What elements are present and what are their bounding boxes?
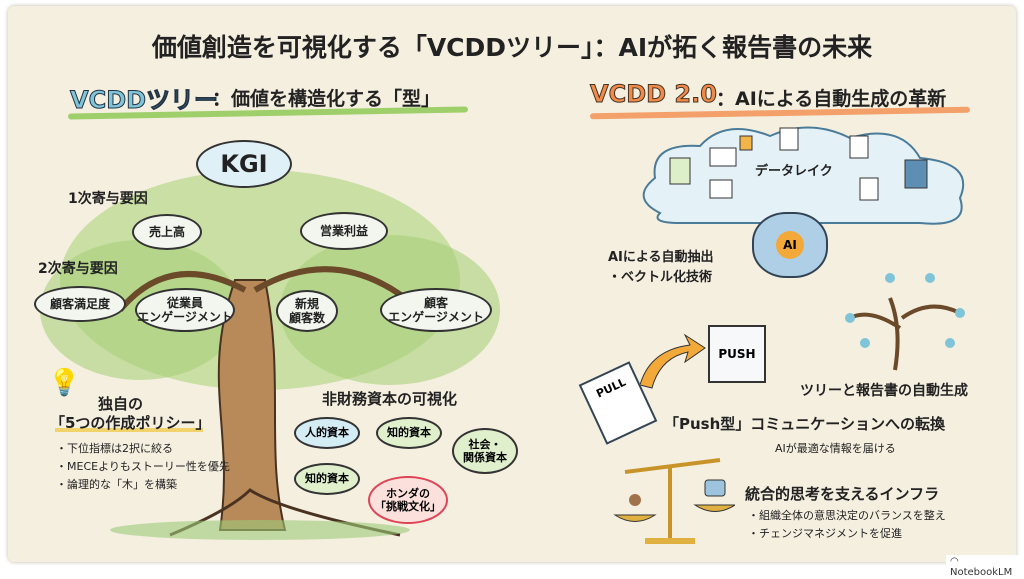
brand-label: NotebookLM bbox=[950, 567, 1013, 578]
node-employee-engagement: 従業員 エンゲージメント bbox=[135, 288, 235, 332]
capital-human: 人的資本 bbox=[294, 417, 360, 449]
push-subtitle: AIが最適な情報を届ける bbox=[775, 442, 896, 455]
ai-brain-icon: AI bbox=[752, 212, 828, 278]
ai-badge: AI bbox=[776, 231, 804, 259]
push-envelope-icon: PUSH bbox=[708, 325, 766, 383]
balance-scale-icon bbox=[613, 458, 735, 544]
node-new-customers: 新規 顧客数 bbox=[276, 290, 338, 332]
push-title: 「Push型」コミュニケーションへの転換 bbox=[664, 415, 945, 433]
policy-title-1: 独自の bbox=[98, 395, 144, 413]
infra-title: 統合的思考を支えるインフラ bbox=[745, 485, 940, 503]
extraction-label: AIによる自動抽出 ・ベクトル化技術 bbox=[608, 250, 714, 285]
nonfinancial-title: 非財務資本の可視化 bbox=[322, 390, 458, 408]
auto-tree-icon bbox=[845, 273, 965, 371]
policy-title-2: 「5つの作成ポリシー」 bbox=[50, 414, 211, 432]
capital-social: 社会・ 関係資本 bbox=[452, 428, 518, 474]
yellow-underline bbox=[55, 428, 203, 432]
node-sales: 売上高 bbox=[132, 214, 202, 250]
node-customer-satisfaction: 顧客満足度 bbox=[34, 286, 126, 322]
infra-item: ・組織全体の意思決定のバランスを整え bbox=[748, 509, 946, 522]
pull-label: PULL bbox=[594, 375, 628, 401]
auto-gen-label: ツリーと報告書の自動生成 bbox=[800, 383, 968, 399]
capital-intellectual-2: 知的資本 bbox=[294, 463, 360, 495]
lightbulb-icon: 💡 bbox=[48, 368, 81, 398]
infra-item: ・チェンジマネジメントを促進 bbox=[748, 527, 902, 540]
capital-honda-culture: ホンダの 「挑戦文化」 bbox=[368, 476, 448, 524]
capital-intellectual: 知的資本 bbox=[376, 417, 442, 449]
policy-item: ・論理的な「木」を構築 bbox=[56, 478, 177, 491]
page-title: 価値創造を可視化する「VCDDツリー」：AIが拓く報告書の未来 bbox=[151, 33, 873, 62]
policy-item: ・MECEよりもストーリー性を優先 bbox=[56, 460, 230, 473]
left-heading: ：価値を構造化する「型」 bbox=[212, 88, 441, 110]
policy-item: ・下位指標は2択に絞る bbox=[56, 442, 173, 455]
arrow-icon bbox=[639, 333, 706, 389]
node-operating-profit: 営業利益 bbox=[300, 212, 388, 250]
notebooklm-icon: ◠ bbox=[950, 556, 959, 567]
data-lake-cloud bbox=[642, 126, 965, 225]
right-heading: ：AIによる自動生成の革新 bbox=[716, 88, 947, 110]
level1-label: 1次寄与要因 bbox=[68, 191, 148, 207]
vcdd2-logo: VCDD 2.0 bbox=[590, 80, 718, 109]
kgi-node: KGI bbox=[196, 140, 292, 188]
notebooklm-brand: ◠ NotebookLM bbox=[946, 555, 1024, 579]
data-lake-label: データレイク bbox=[755, 164, 833, 179]
level2-label: 2次寄与要因 bbox=[38, 261, 118, 277]
push-label: PUSH bbox=[718, 347, 756, 361]
node-customer-engagement: 顧客 エンゲージメント bbox=[380, 288, 492, 332]
vcdd-tree-logo: VCDDツリー bbox=[69, 86, 219, 115]
